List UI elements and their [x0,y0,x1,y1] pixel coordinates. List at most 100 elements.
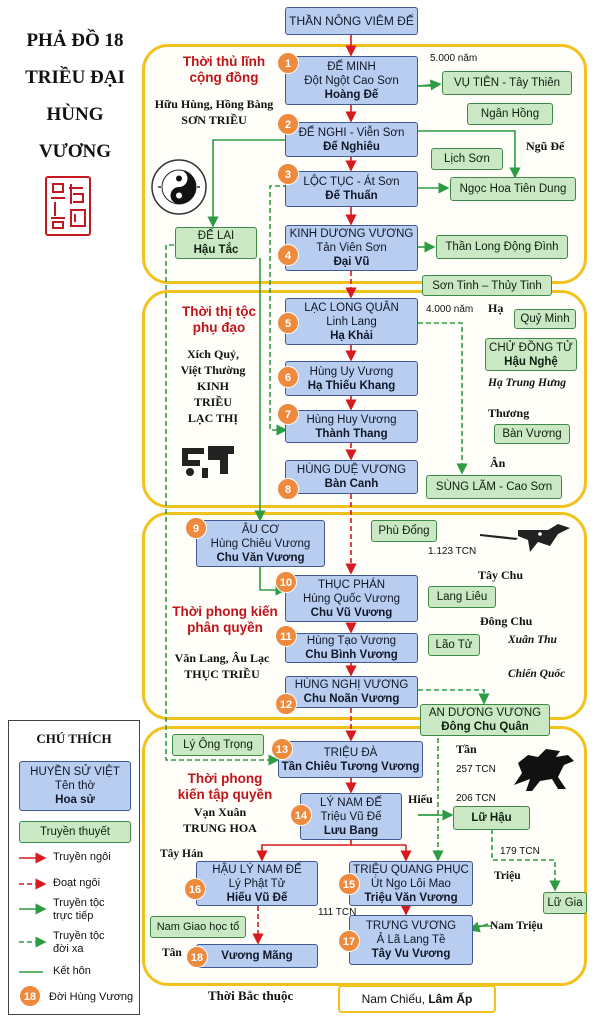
king-name: Hùng Uy Vương [309,365,394,378]
far-lineage-line [418,689,490,705]
year-206: 206 TCN [456,793,496,804]
root-node-label: THẦN NÔNG VIÊM ĐẾ [289,14,414,28]
tan-label: Tần [456,742,477,756]
king-name: TRIỆU QUANG PHỤC [353,863,469,876]
lineage-line [417,79,442,91]
legend-badge: 18 [19,985,41,1007]
yin-yang-icon [150,158,208,216]
legend-label: SÙNG LÃM - Cao Sơn [435,481,553,493]
gen-badge-2: 2 [277,113,299,135]
gen-badge-18: 18 [186,946,208,968]
gen-badge-4: 4 [277,244,299,266]
era3-title-line: Thời phong kiến [172,604,278,619]
era1-subtitle-line: SƠN TRIỀU [181,113,247,127]
gen-badge-11: 11 [275,625,297,647]
era3-year: 1.123 TCN [428,546,477,557]
legend-label: CHỬ ĐỒNG TỬ [489,341,573,354]
legend-item-line: Truyền tộc [53,930,105,942]
king-alias: Hùng Quốc Vương [302,592,401,605]
lineage-line [259,565,287,596]
era1-subtitle-line: Hữu Hùng, Hồng Bàng [154,97,274,111]
year-179: 179 TCN [500,846,540,857]
legend-panel: CHÚ THÍCH HUYỀN SỬ VIỆT Tên thờ Hoa sử T… [8,720,140,1015]
king-node-5: LẠC LONG QUÂN Linh Lang Hạ Khải [285,298,418,345]
king-alias: Lý Phật Tử [228,877,286,890]
nam-trieu-label: Nam Triệu [490,920,543,932]
legend-item-far-lineage: Truyền tộc đời xa [53,930,105,956]
king-hoa-name: Hạ Khải [330,329,373,342]
king-name: HÙNG DUỆ VƯƠNG [296,464,407,476]
gen-badge-5: 5 [277,312,299,334]
legend-chu-dong-tu: CHỬ ĐỒNG TỬ Hậu Nghệ [485,338,577,371]
tay-chu-label: Tây Chu [478,568,524,582]
king-alias: Triệu Vũ Đế [320,810,382,823]
an-duong-hoa-name: Đông Chu Quân [441,721,529,733]
king-hoa-name: Chu Bình Vương [305,649,398,661]
king-node-18: Vương Mãng [196,944,318,968]
year-257: 257 TCN [456,764,496,775]
king-name: ĐẾ MINH [327,60,376,73]
king-alias: Ả Lã Lang Tề [376,934,446,946]
legend-quy-minh: Quỷ Minh [514,309,576,329]
king-name: LẠC LONG QUÂN [304,301,399,314]
king-node-4: KINH DƯƠNG VƯƠNG Tản Viên Sơn Đại Vũ [285,225,418,271]
king-name: TRƯNG VƯƠNG [365,920,457,932]
era1-year: 5.000 năm [430,53,478,64]
king-node-14: LÝ NAM ĐẾ Triệu Vũ Đế Lưu Bang [300,793,402,840]
legend-item-generation: Đời Hùng Vương [49,991,134,1003]
era1-subtitle: Hữu Hùng, Hồng Bàng SƠN TRIỀU [146,96,282,128]
gen-badge-1: 1 [277,52,299,74]
legend-ngan-hong: Ngân Hồng [467,103,553,125]
legend-label: Ngọc Hoa Tiên Dung [459,183,567,195]
era4-title-line: kiến tập quyền [177,787,273,802]
era4-title-line: Thời phong [187,771,263,786]
seal-stamp [45,176,91,236]
legend-label: Quỷ Minh [520,313,570,325]
gen-badge-15: 15 [338,873,360,895]
tay-han-label: Tây Hán [160,848,204,860]
legend-nam-giao: Nam Giao học tổ [150,916,246,938]
legend-panel-title: CHÚ THÍCH [36,731,112,746]
legend-sample-green: Truyền thuyết [19,821,131,843]
legend-sample-line: Tên thờ [54,780,96,792]
de-lai-node: ĐẾ LAI Hậu Tắc [175,227,257,259]
ha-trung-hung-label: Hạ Trung Hưng [488,377,567,389]
dong-chu-label: Đông Chu [480,614,533,628]
legend-than-long: Thần Long Động Đình [436,235,568,259]
king-node-2: ĐẾ NGHI - Viễn Sơn Đế Nghiêu [285,122,418,157]
king-hoa-name: Chu Vũ Vương [310,606,393,619]
king-name: Hùng Huy Vương [306,413,397,426]
lineage-line [468,921,489,933]
era4-subtitle: Vạn Xuân TRUNG HOA [158,804,282,836]
king-hoa-name: Lưu Bang [323,824,379,837]
king-name: ĐẾ NGHI - Viễn Sơn [298,126,405,139]
era3-subtitle-line: THỤC TRIỀU [184,667,260,681]
king-hoa-name: Đại Vũ [333,256,370,268]
king-name: ÂU CƠ [241,523,280,536]
legend-label: Lịch Sơn [444,153,490,165]
title-line-1: PHẢ ĐỒ 18 [26,30,124,51]
legend-label: Lữ Gia [547,897,583,909]
king-name: Hùng Tạo Vương [306,635,397,647]
king-node-8: HÙNG DUỆ VƯƠNG Bàn Canh [285,460,418,494]
king-node-13: TRIỆU ĐÀ Tần Chiêu Tương Vương [278,741,423,778]
gen-badge-17: 17 [338,930,360,952]
era2-subtitle-line: Việt Thường [180,363,246,377]
king-node-10: THỤC PHÁN Hùng Quốc Vương Chu Vũ Vương [285,575,418,622]
era4-title: Thời phong kiến tập quyền [160,771,290,803]
gen-badge-8: 8 [277,478,299,500]
king-hoa-name: Chu Noãn Vương [303,693,400,705]
legend-line-samples [19,852,47,973]
king-name: THỤC PHÁN [317,578,386,591]
legend-ly-ong-trong: Lý Ông Trọng [172,734,264,756]
year-111: 111 TCN [318,907,357,918]
king-hoa-name: Vương Mãng [221,950,293,962]
king-name: LÝ NAM ĐẾ [320,796,382,809]
legend-vu-tien: VỤ TIÊN - Tây Thiên [442,71,572,95]
legend-sung-lam: SÙNG LÃM - Cao Sơn [426,475,562,499]
king-hoa-name: Thành Thang [315,427,388,440]
legend-lich-son: Lịch Sơn [431,148,503,170]
bottom-box-plain: Nam Chiếu, [361,992,429,1006]
gen-badge-13: 13 [271,738,293,760]
legend-item-usurp: Đoạt ngôi [53,877,101,889]
